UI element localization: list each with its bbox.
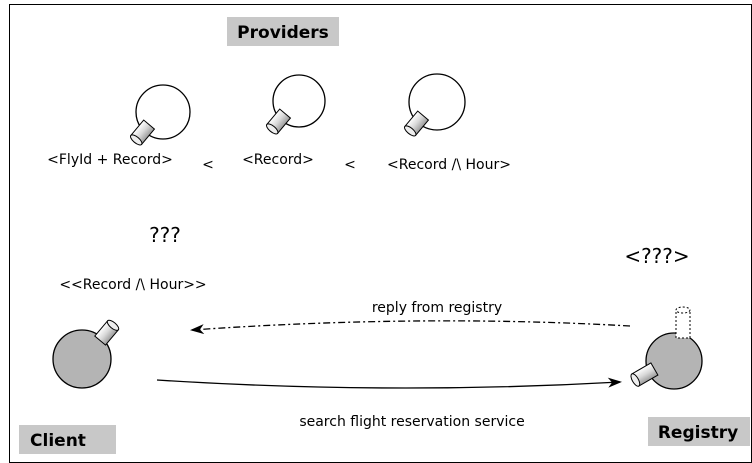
- registry-circle: [645, 332, 703, 390]
- client-label-text: Client: [30, 431, 86, 451]
- client-circle: [52, 329, 112, 389]
- client-label: Client: [19, 425, 116, 454]
- providers-title: Providers: [227, 17, 339, 46]
- provider-2-label: <Record>: [242, 152, 314, 168]
- registry-provided-port-icon: [675, 306, 691, 339]
- reply-arrow: reply from registry: [190, 300, 631, 335]
- provider-component-2: <Record>: [242, 74, 326, 168]
- search-arrow-label: search flight reservation service: [299, 414, 524, 430]
- registry-plug-icon: [630, 362, 659, 387]
- client-plug-icon: [94, 319, 120, 346]
- provider-separator-2: <: [344, 157, 356, 173]
- search-arrow: search flight reservation service: [156, 377, 622, 430]
- provider-1-plug-icon: [130, 119, 156, 146]
- provider-2-plug-icon: [266, 108, 292, 135]
- provider-separator-1: <: [202, 157, 214, 173]
- provider-3-label: <Record /\ Hour>: [387, 157, 511, 173]
- client-unknown: ???: [149, 223, 181, 247]
- provider-component-1: <FlyId + Record>: [47, 84, 191, 168]
- provider-1-label: <FlyId + Record>: [47, 152, 173, 168]
- client-node: [52, 319, 120, 389]
- registry-label: Registry: [648, 417, 750, 446]
- provider-3-plug-icon: [404, 110, 430, 137]
- registry-unknown: <???>: [624, 244, 689, 268]
- registry-label-text: Registry: [658, 423, 738, 443]
- diagram-frame: [9, 4, 752, 463]
- provider-component-3: <Record /\ Hour>: [387, 73, 511, 173]
- client-requirement: <<Record /\ Hour>>: [59, 277, 206, 293]
- registry-node: [630, 306, 703, 390]
- providers-title-text: Providers: [237, 23, 329, 43]
- reply-arrow-label: reply from registry: [372, 300, 502, 316]
